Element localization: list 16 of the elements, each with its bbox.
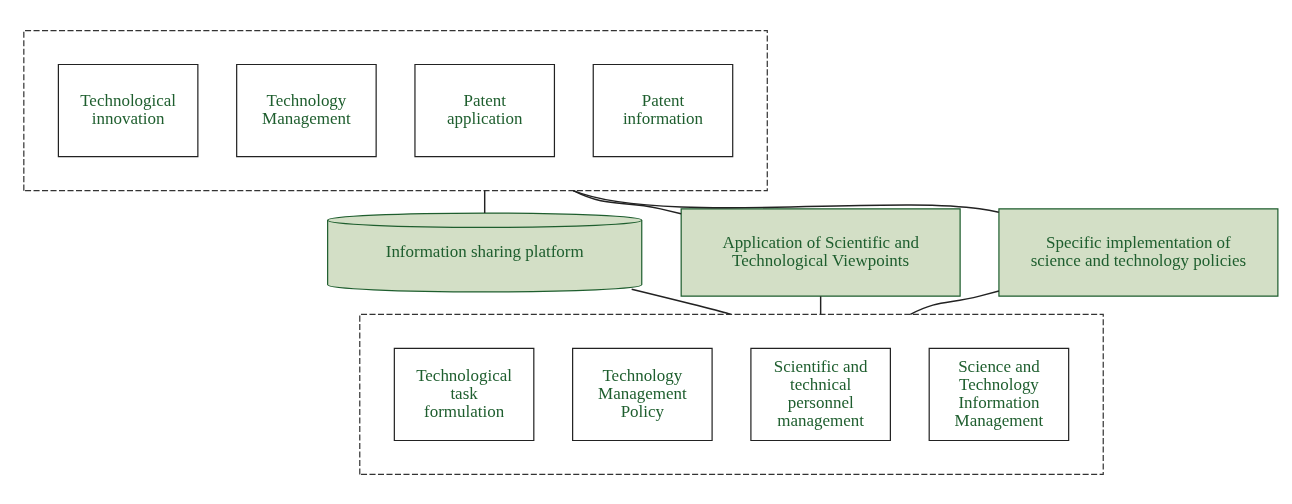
cluster — [23, 29, 768, 191]
connector — [483, 189, 486, 214]
node-box: Patent application — [414, 63, 556, 157]
cluster — [359, 313, 1104, 475]
node-box: Technology Management Policy — [572, 347, 713, 441]
node-box: Technological innovation — [57, 63, 199, 157]
connector — [572, 189, 682, 215]
connector — [572, 189, 1000, 213]
connector — [819, 295, 822, 315]
node-box: Application of Scientific and Technological Viewpoints — [680, 207, 961, 297]
node-box: Technological task formulation — [393, 347, 535, 441]
node-box: Technology Management — [236, 63, 377, 157]
node-box: Patent information — [592, 63, 734, 157]
node-box: Science and Technology Information Management — [928, 347, 1070, 441]
node-box: Specific implementation of science and technology policies — [998, 207, 1279, 297]
node-box: Scientific and technical personnel management — [750, 347, 891, 441]
